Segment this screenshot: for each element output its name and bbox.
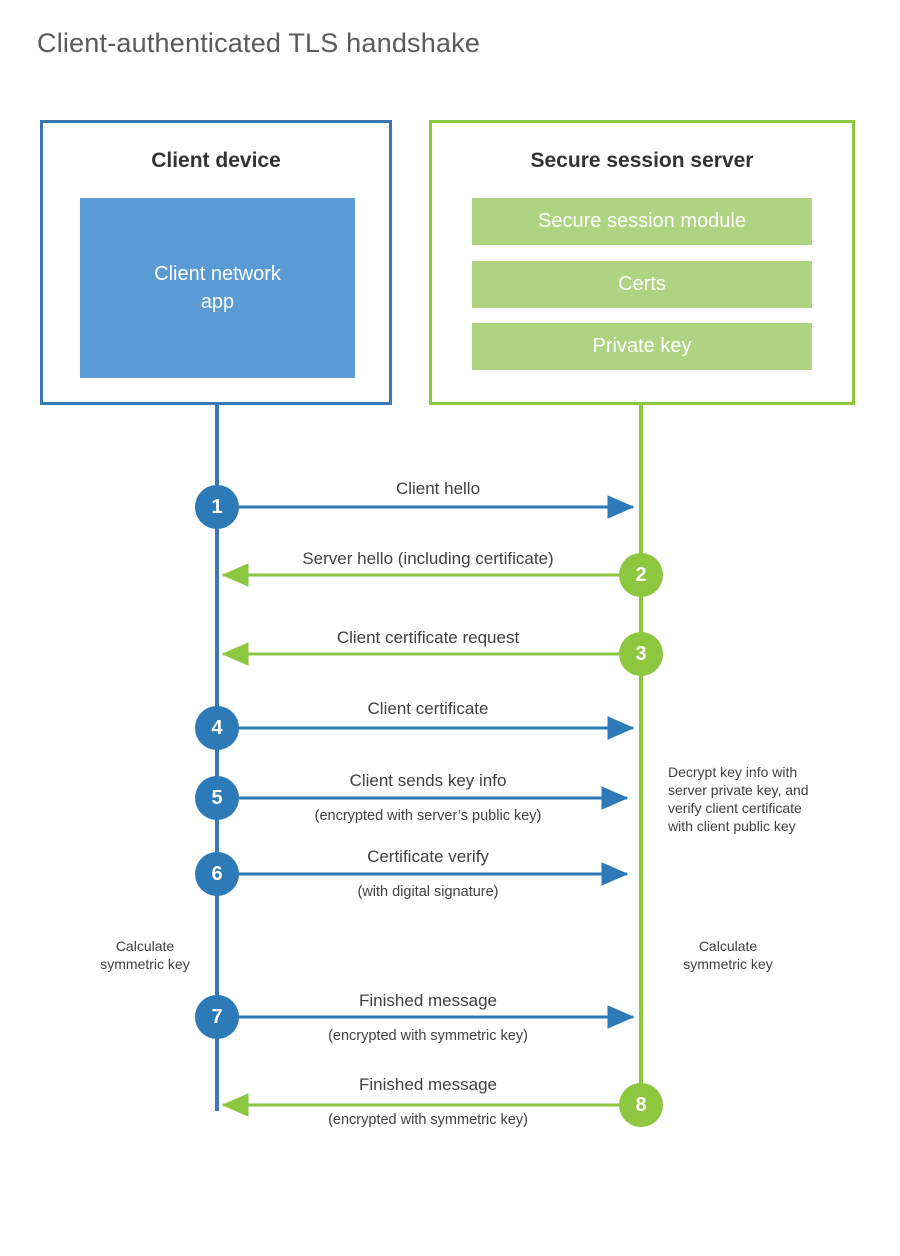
annotation-server-decrypt: Decrypt key info with server private key… (668, 764, 809, 834)
server-lifeline (639, 405, 643, 1105)
page-title: Client-authenticated TLS handshake (37, 28, 481, 58)
server-component-label: Certs (618, 273, 666, 295)
message-label-7: Finished message (359, 991, 497, 1010)
step-circle-7[interactable]: 7 (195, 995, 239, 1039)
client-lifeline (215, 405, 219, 1111)
step-number: 4 (211, 716, 223, 739)
message-label-6: Certificate verify (367, 847, 489, 866)
step-number: 2 (635, 563, 647, 586)
step-number: 3 (635, 642, 647, 665)
server-component-label: Private key (592, 335, 692, 357)
server-component-label: Secure session module (538, 210, 746, 232)
server-component-private-key: Private key (472, 323, 812, 370)
step-circle-3[interactable]: 3 (619, 632, 663, 676)
step-circle-5[interactable]: 5 (195, 776, 239, 820)
message-sublabel-7: (encrypted with symmetric key) (328, 1028, 528, 1044)
message-label-1: Client hello (395, 479, 481, 498)
step-number: 8 (635, 1093, 647, 1116)
client-network-app-block: Client network app (80, 198, 355, 378)
annotation-client-calculate-symmetric-key: Calculate symmetric key (100, 938, 190, 972)
message-sublabel-5: (encrypted with server’s public key) (314, 808, 542, 824)
step-circle-1[interactable]: 1 (195, 485, 239, 529)
client-network-app-label: Client network app (154, 263, 281, 313)
message-label-3: Client certificate request (336, 628, 520, 647)
step-circle-4[interactable]: 4 (195, 706, 239, 750)
message-label-5: Client sends key info (349, 771, 507, 790)
message-sublabel-8: (encrypted with symmetric key) (328, 1112, 528, 1128)
message-label-8: Finished message (359, 1075, 497, 1094)
message-sublabel-6: (with digital signature) (357, 884, 499, 900)
secure-session-server-title: Secure session server (530, 149, 754, 172)
server-component-secure-session-module: Secure session module (472, 198, 812, 245)
client-device-title: Client device (151, 149, 281, 172)
step-circle-2[interactable]: 2 (619, 553, 663, 597)
secure-session-server-box: Secure session server Secure session mod… (429, 120, 855, 405)
step-number: 1 (211, 495, 223, 518)
step-circle-6[interactable]: 6 (195, 852, 239, 896)
step-number: 6 (211, 862, 223, 885)
message-label-2: Server hello (including certificate) (302, 549, 554, 568)
step-circle-8[interactable]: 8 (619, 1083, 663, 1127)
step-number: 5 (211, 786, 223, 809)
annotation-server-calculate-symmetric-key: Calculate symmetric key (683, 938, 773, 972)
server-component-certs: Certs (472, 261, 812, 308)
step-number: 7 (211, 1005, 223, 1028)
message-label-4: Client certificate (367, 699, 489, 718)
client-device-box: Client device Client network app (40, 120, 392, 405)
